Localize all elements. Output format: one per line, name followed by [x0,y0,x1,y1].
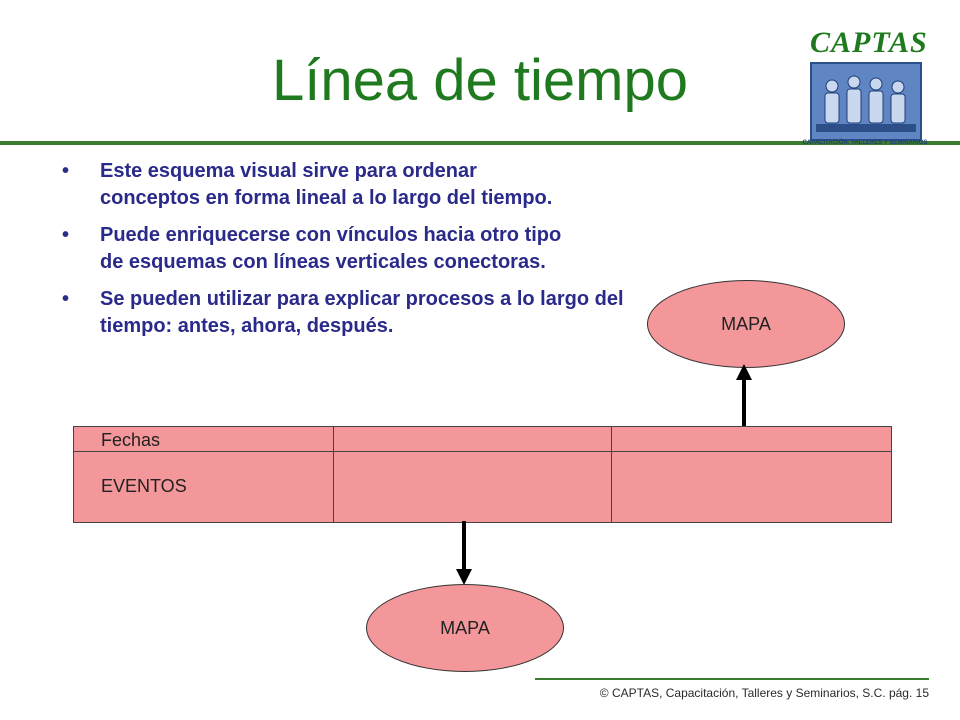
slide-title: Línea de tiempo [272,48,688,113]
bullet-text: Puede enriquecerse con vínculos hacia ot… [100,224,562,273]
logo-wordmark: CAPTAS [810,26,928,59]
bullet-marker: • [62,288,70,310]
up-connector [742,378,746,426]
bullet-item: • Este esquema visual sirve para ordenar… [62,158,580,212]
logo-people-icon [816,75,916,132]
title-divider [0,141,960,145]
logo-subtitle: CAPACITACIÓN, TALLERES Y SEMINARIOS [802,140,928,146]
bottom-map-node: MAPA [366,584,564,672]
footer-divider [535,678,929,680]
timeline-table: Fechas EVENTOS [73,426,892,523]
bullet-item: • Se pueden utilizar para explicar proce… [62,286,660,340]
bottom-map-label: MAPA [440,617,490,638]
down-connector [462,521,466,573]
top-map-label: MAPA [721,313,771,334]
logo-illustration [810,62,922,141]
bullet-marker: • [62,224,70,246]
timeline-column-divider [333,427,334,522]
dates-row-label: Fechas [101,430,161,450]
timeline-column-divider [611,427,612,522]
arrow-up-icon [736,364,752,380]
bullet-text: Se pueden utilizar para explicar proceso… [100,288,624,337]
footer-text: © CAPTAS, Capacitación, Talleres y Semin… [599,686,929,700]
bullet-item: • Puede enriquecerse con vínculos hacia … [62,222,580,276]
bullet-list: • Este esquema visual sirve para ordenar… [62,158,632,350]
arrow-down-icon [456,569,472,585]
timeline-row-divider [74,451,891,452]
bullet-text: Este esquema visual sirve para ordenar c… [100,160,553,209]
top-map-node: MAPA [647,280,845,368]
events-row-label: EVENTOS [101,476,187,496]
captas-logo: CAPTAS CAPACITACIÓN, TALLERES Y SEMINARI… [790,20,940,146]
bullet-marker: • [62,160,70,182]
